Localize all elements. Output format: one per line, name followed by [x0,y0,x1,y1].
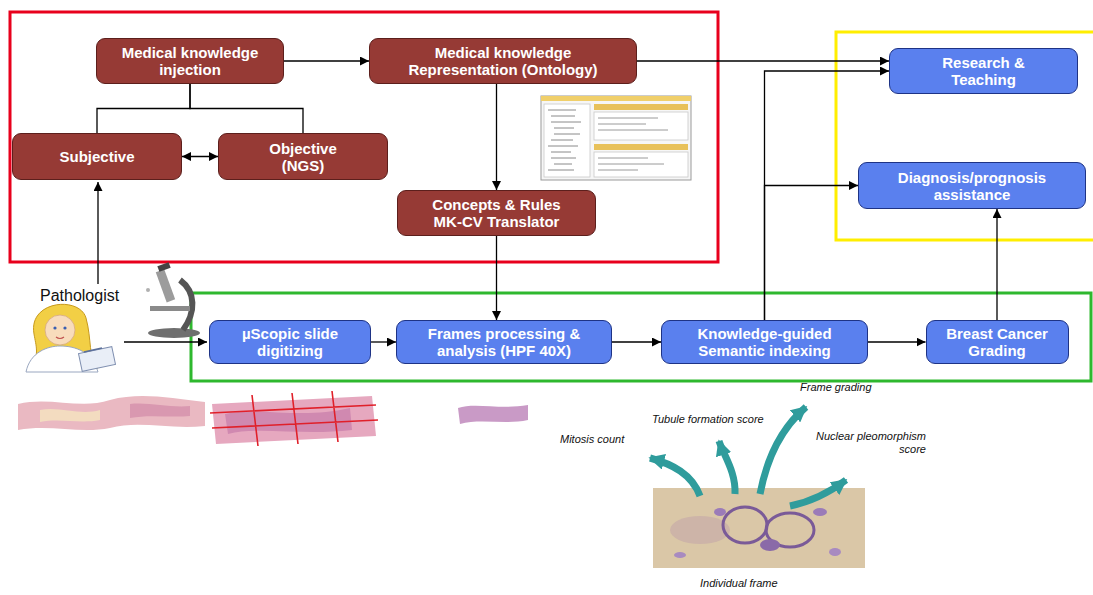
box-text: Subjective [59,148,134,165]
connector-arrow [868,341,926,342]
screenshot-tree-panel [544,104,590,177]
box-text: Medical knowledge injection [105,44,275,78]
connector-arrow [284,60,369,61]
callout-label: Tubule formation score [652,413,764,426]
pathologist-arrow [97,182,98,284]
microscope-stage [150,306,190,311]
eye [63,326,66,329]
tubule [723,507,767,543]
screenshot-tree-lines [548,110,581,170]
connector-arrow [190,84,303,133]
score-arrow [790,480,846,506]
callout-label: Mitosis count [560,433,624,446]
knowledge-box: Medical knowledge injection [96,38,284,84]
screenshot-panel [594,152,688,177]
screenshot-header [594,104,688,110]
gridded-slide-illustration [210,391,378,446]
frame-background [653,488,865,568]
tissue-detail [130,404,190,418]
output-region-frame [836,32,1093,240]
connector-arrow [371,341,396,342]
box-text: µScopic slide digitizing [225,325,355,359]
person-illustration [26,304,115,372]
tissue-detail [40,409,100,422]
box-text: Frames processing & analysis (HPF 40X) [419,325,589,359]
screenshot-panel [594,112,688,140]
microscope-eyepiece [157,262,170,272]
figure-label: Pathologist [40,287,119,305]
nucleus [674,552,686,558]
score-arrow [650,458,700,496]
screenshot-frame [541,96,691,180]
nucleus [714,508,726,516]
box-text: Research & Teaching [929,54,1039,88]
knowledge-box: Objective (NGS) [218,133,388,180]
nucleus [760,539,780,551]
score-arrow [719,441,735,494]
score-arrow [760,407,806,494]
screenshot-toolbar [541,96,691,101]
connector-arrow [496,236,497,320]
microscope-illustration [146,262,200,338]
process-box: Breast Cancer Grading [926,320,1069,364]
connector-arrow [612,341,661,342]
connector-arrow [637,60,889,61]
nucleus [829,548,841,556]
tissue-area [670,516,730,544]
connector-arrow [996,209,997,320]
process-box: Diagnosis/prognosis assistance [858,162,1086,209]
microscope-arm [180,280,192,330]
callout-label: Individual frame [700,577,778,590]
knowledge-box: Subjective [12,133,182,180]
connector-arrow [496,84,497,190]
frame-grid [210,391,378,446]
box-text: Concepts & Rules MK-CV Translator [422,196,572,230]
screenshot-panel-lines [598,118,668,130]
process-box: µScopic slide digitizing [209,320,371,364]
process-box: Knowledge-guided Semantic indexing [661,320,868,364]
notepad [79,347,116,372]
eye [53,326,56,329]
connector-arrow [765,186,859,321]
callout-label: Nuclear pleomorphism score [808,430,926,456]
mouth [56,337,64,339]
screenshot-panel-lines [598,158,664,170]
microscope-base [148,328,200,338]
box-text: Knowledge-guided Semantic indexing [675,325,855,359]
ontology-screenshot [541,96,691,180]
callout-label: Frame grading [800,381,872,394]
slide-illustration [18,396,205,430]
knowledge-region-frame [10,12,718,262]
box-text: Breast Cancer Grading [935,325,1060,359]
frame-thumbnail [458,405,528,424]
pathologist-arrow [124,341,207,342]
box-text: Diagnosis/prognosis assistance [887,169,1057,203]
pen [84,348,102,352]
box-text: Objective (NGS) [258,140,348,174]
connector-arrow [97,84,190,133]
process-box: Frames processing & analysis (HPF 40X) [396,320,612,364]
knowledge-box: Concepts & Rules MK-CV Translator [397,190,596,236]
box-text: Medical knowledge Representation (Ontolo… [378,44,628,78]
processing-region-frame [191,293,1091,381]
screenshot-header [594,144,688,150]
microscope-detail [146,288,150,292]
knowledge-box: Medical knowledge Representation (Ontolo… [369,38,637,84]
connector-arrow [182,156,218,157]
microscope-tube [156,269,175,302]
face [45,315,75,345]
process-box: Research & Teaching [889,48,1078,94]
frame-illustration [653,488,865,568]
nucleus [813,508,827,516]
tissue-strip [18,396,205,430]
